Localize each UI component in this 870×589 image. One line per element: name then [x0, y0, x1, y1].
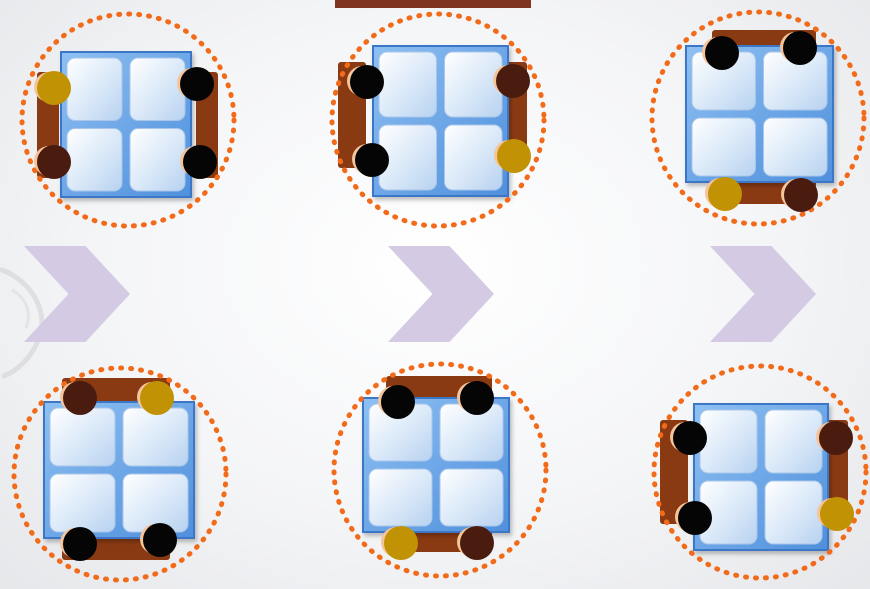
- table-pane: [369, 469, 432, 526]
- person-head: [783, 31, 817, 65]
- table-pane: [440, 469, 503, 526]
- person-head: [460, 526, 494, 560]
- table-scene: [14, 368, 226, 580]
- person-darkbrown: [457, 526, 494, 560]
- person-head: [37, 71, 71, 105]
- chevron-arrow-icon: [24, 246, 130, 342]
- table-pane: [764, 118, 828, 176]
- person-head: [673, 421, 707, 455]
- table-pane: [67, 58, 122, 121]
- table-pane: [123, 408, 188, 466]
- person-black: [675, 501, 712, 535]
- table-scene: [654, 366, 866, 578]
- person-head: [784, 178, 818, 212]
- person-head: [183, 145, 217, 179]
- person-black: [352, 143, 389, 177]
- person-head: [63, 381, 97, 415]
- table-pane: [692, 118, 756, 176]
- person-head: [384, 526, 418, 560]
- person-head: [496, 64, 530, 98]
- person-gold: [381, 526, 418, 560]
- table-scene: [22, 14, 234, 226]
- person-gold: [705, 177, 742, 211]
- person-head: [350, 65, 384, 99]
- person-head: [180, 67, 214, 101]
- table-scene: [652, 12, 864, 224]
- table-pane: [445, 125, 503, 190]
- person-head: [63, 527, 97, 561]
- chevron-arrow-icon: [710, 246, 816, 342]
- table-scene: [334, 364, 546, 576]
- person-head: [678, 501, 712, 535]
- person-head: [820, 497, 854, 531]
- chevron-arrow-icon: [388, 246, 494, 342]
- table-pane: [50, 408, 115, 466]
- person-head: [819, 421, 853, 455]
- table-pane: [130, 129, 185, 192]
- person-head: [497, 139, 531, 173]
- table-pane: [765, 410, 822, 473]
- table-pane: [700, 410, 757, 473]
- person-head: [143, 523, 177, 557]
- table-scene: [332, 14, 544, 226]
- table-pane: [765, 481, 822, 544]
- person-head: [460, 381, 494, 415]
- table-pane: [67, 129, 122, 192]
- person-head: [355, 143, 389, 177]
- person-head: [37, 145, 71, 179]
- table-pane: [130, 58, 185, 121]
- table-pane: [445, 52, 503, 117]
- person-head: [705, 36, 739, 70]
- person-head: [708, 177, 742, 211]
- table-pane: [379, 52, 437, 117]
- person-darkbrown: [781, 178, 818, 212]
- person-head: [381, 385, 415, 419]
- table-pane: [123, 474, 188, 532]
- person-head: [140, 381, 174, 415]
- table-pane: [50, 474, 115, 532]
